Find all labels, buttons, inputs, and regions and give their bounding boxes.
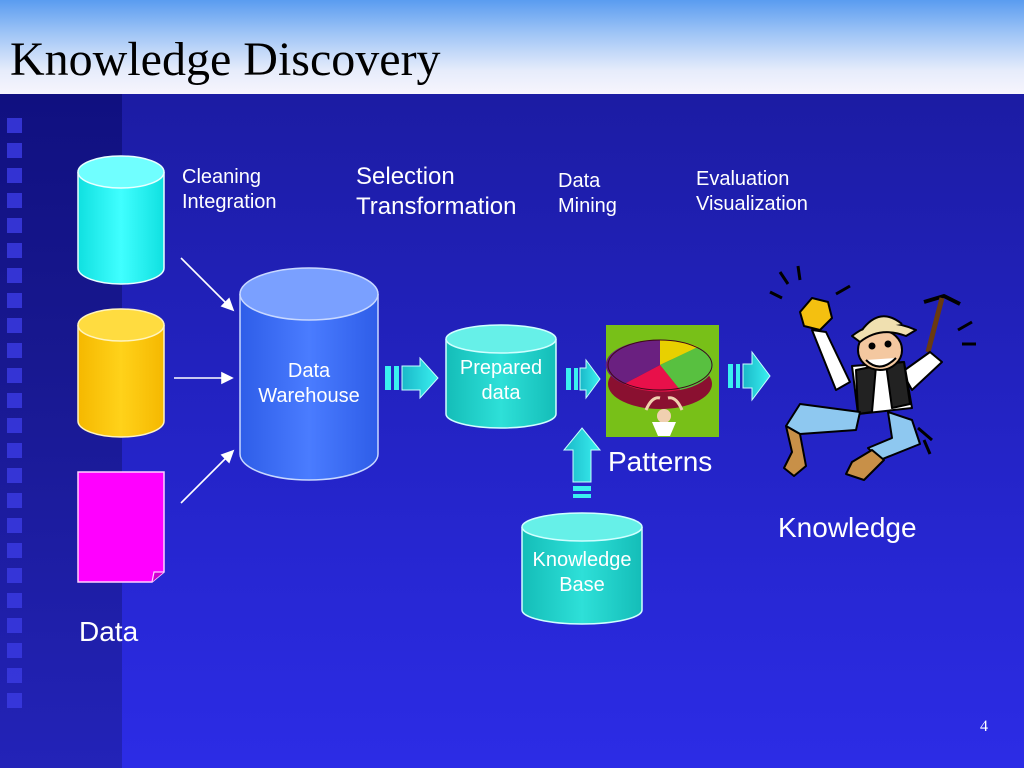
step-label-line: Mining [558,195,617,217]
celebrating-miner-icon [769,265,976,481]
patterns-label: Patterns [608,446,713,477]
node-label-line: Knowledge [532,549,632,571]
pie-chart-icon [605,325,719,437]
block-arrow-1 [385,356,439,400]
knowledge-label: Knowledge [778,512,917,543]
source-document-icon [77,471,165,583]
step-label-line: Selection [356,163,455,190]
step-label-line: Evaluation [696,168,790,190]
step-label-line: Data [558,170,601,192]
step-label-evaluation-visualization: Evaluation Visualization [696,167,808,217]
step-label-selection-transformation: Selection Transformation [356,162,517,222]
step-label-line: Transformation [356,193,517,220]
data-label: Data [79,616,139,647]
source-database-yellow [77,308,165,438]
step-label-line: Visualization [696,193,808,215]
knowledge-base-icon [521,512,643,625]
step-label-data-mining: Data Mining [558,169,617,219]
block-arrow-2 [566,358,601,400]
block-arrow-up [562,427,602,498]
node-label-line: Warehouse [258,385,360,407]
data-warehouse-label: Data Warehouse [240,359,378,409]
title-bar [0,0,1024,94]
step-label-cleaning-integration: Cleaning Integration [182,165,277,215]
step-label-line: Integration [182,191,277,213]
node-label-line: Data [287,360,331,382]
left-decor-squares [7,118,27,718]
source-database-cyan [77,155,165,285]
page-number: 4 [980,718,988,735]
data-warehouse-icon [239,267,379,481]
slide-title: Knowledge Discovery [10,33,441,86]
node-label-line: data [481,382,521,404]
block-arrow-3 [728,350,771,402]
knowledge-base-label: Knowledge Base [522,548,642,598]
node-label-line: Prepared [459,357,543,379]
input-arrows [174,257,235,504]
node-label-line: Base [559,574,605,596]
prepared-data-label: Prepared data [446,356,556,406]
step-label-line: Cleaning [182,166,261,188]
prepared-data-icon [445,324,557,429]
